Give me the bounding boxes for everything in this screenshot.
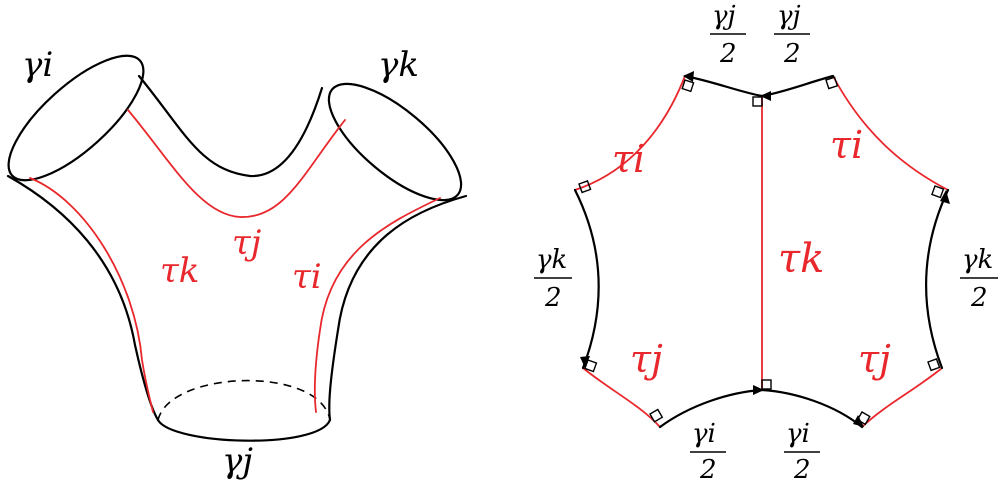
boundary-curve-left [7, 54, 145, 182]
pants-right-outline [328, 194, 468, 422]
label-tau-j: τj [232, 223, 262, 263]
fraction-denominator: 2 [793, 455, 811, 483]
fraction-top-right: γj 2 [774, 1, 810, 69]
right-angle-marker [681, 79, 695, 93]
pants-left-outline [6, 174, 160, 422]
arrow-left-bottom [580, 356, 590, 368]
right-angle-marker [931, 185, 945, 199]
fraction-right: γk 2 [960, 245, 998, 313]
hex-label-tau-i-left: τi [612, 137, 645, 181]
hex-side-bottom-left [658, 388, 764, 429]
fraction-numerator: γk [536, 245, 567, 275]
hex-side-top-right [760, 74, 835, 98]
label-gamma-i: γi [22, 45, 53, 85]
fraction-denominator: 2 [970, 283, 988, 313]
hex-side-top-left [683, 74, 764, 98]
hexagon-pair: τi τi τk τj τj γj 2 γj 2 γk 2 γk 2 γi [534, 1, 998, 483]
hex-label-tau-i-right: τi [830, 123, 863, 167]
right-angle-marker [752, 96, 763, 107]
hex-side-tau-i-left [574, 75, 686, 191]
right-angle-marker [578, 180, 592, 194]
pants-crotch-outline [137, 74, 324, 178]
fraction-denominator: 2 [544, 283, 562, 313]
hex-side-tau-j-right [861, 367, 943, 428]
fraction-denominator: 2 [699, 455, 717, 483]
fraction-numerator: γj [777, 1, 801, 31]
label-gamma-k: γk [378, 45, 419, 85]
arrow-right-top [940, 190, 950, 204]
label-tau-i: τi [292, 257, 322, 297]
right-angle-marker [825, 76, 839, 90]
arrow-top-center [760, 91, 771, 101]
hex-side-tau-i-right [832, 75, 949, 191]
boundary-curve-bottom-front [156, 418, 332, 442]
pair-of-pants: γi γk γj τk τj τi [6, 45, 468, 481]
fraction-denominator: 2 [783, 39, 801, 69]
hex-label-tau-k: τk [778, 236, 824, 282]
right-angle-marker [649, 408, 664, 423]
right-angle-marker [856, 411, 871, 426]
fraction-numerator: γi [786, 419, 810, 449]
fraction-top-left: γj 2 [710, 1, 746, 69]
boundary-curve-right [327, 82, 463, 202]
fraction-denominator: 2 [719, 39, 737, 69]
boundary-curve-bottom-back [157, 379, 331, 421]
fraction-left: γk 2 [534, 245, 572, 313]
hex-side-left [573, 188, 600, 370]
hex-label-tau-j-left: τj [630, 337, 663, 381]
seam-tau-k [29, 177, 154, 413]
right-angle-marker [927, 358, 941, 372]
fraction-numerator: γk [962, 245, 993, 275]
seam-tau-i [313, 197, 441, 413]
fraction-bottom-right: γi 2 [784, 419, 820, 483]
fraction-numerator: γi [692, 419, 716, 449]
right-angle-marker [761, 379, 772, 390]
fraction-numerator: γj [712, 1, 736, 31]
fraction-bottom-left: γi 2 [690, 419, 726, 483]
hex-side-right [925, 188, 950, 370]
label-gamma-j: γj [222, 441, 253, 481]
label-tau-k: τk [160, 251, 199, 291]
right-angle-marker [584, 359, 598, 373]
arrow-top-left [683, 71, 694, 82]
hex-label-tau-j-right: τj [858, 337, 891, 381]
hex-side-bottom-right [760, 388, 864, 429]
arrow-bottom-center [753, 385, 764, 395]
seam-tau-j [127, 109, 346, 218]
